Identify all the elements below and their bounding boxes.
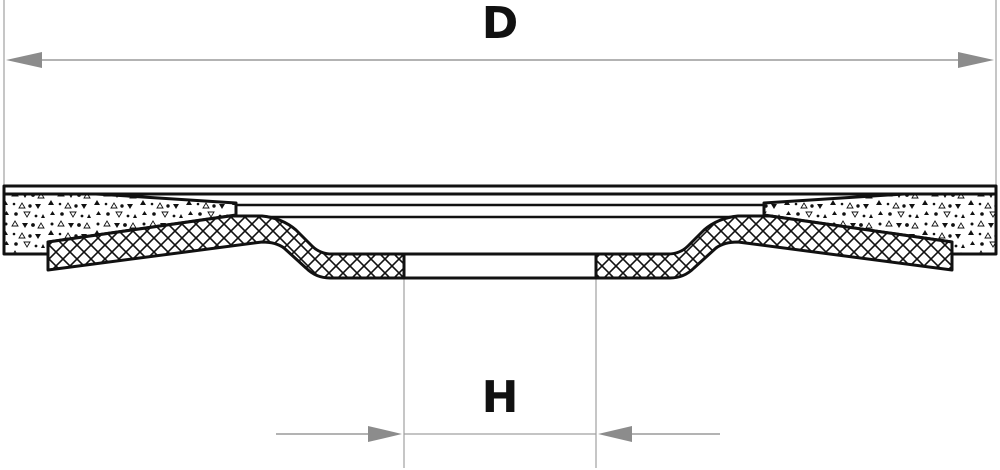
dimension-label-h: H xyxy=(482,372,519,423)
disc-cross-section xyxy=(2,184,998,280)
outer-diameter-dimension: D xyxy=(3,0,997,190)
arrowhead-left-icon xyxy=(6,52,42,68)
top-band xyxy=(2,184,998,196)
bore-diameter-dimension: H xyxy=(276,278,720,468)
arrowhead-right-icon xyxy=(958,52,994,68)
arrowhead-bore-right-icon xyxy=(598,426,632,442)
backing-plate xyxy=(46,214,954,280)
dimension-label-d: D xyxy=(482,0,519,49)
arrowhead-bore-left-icon xyxy=(368,426,402,442)
